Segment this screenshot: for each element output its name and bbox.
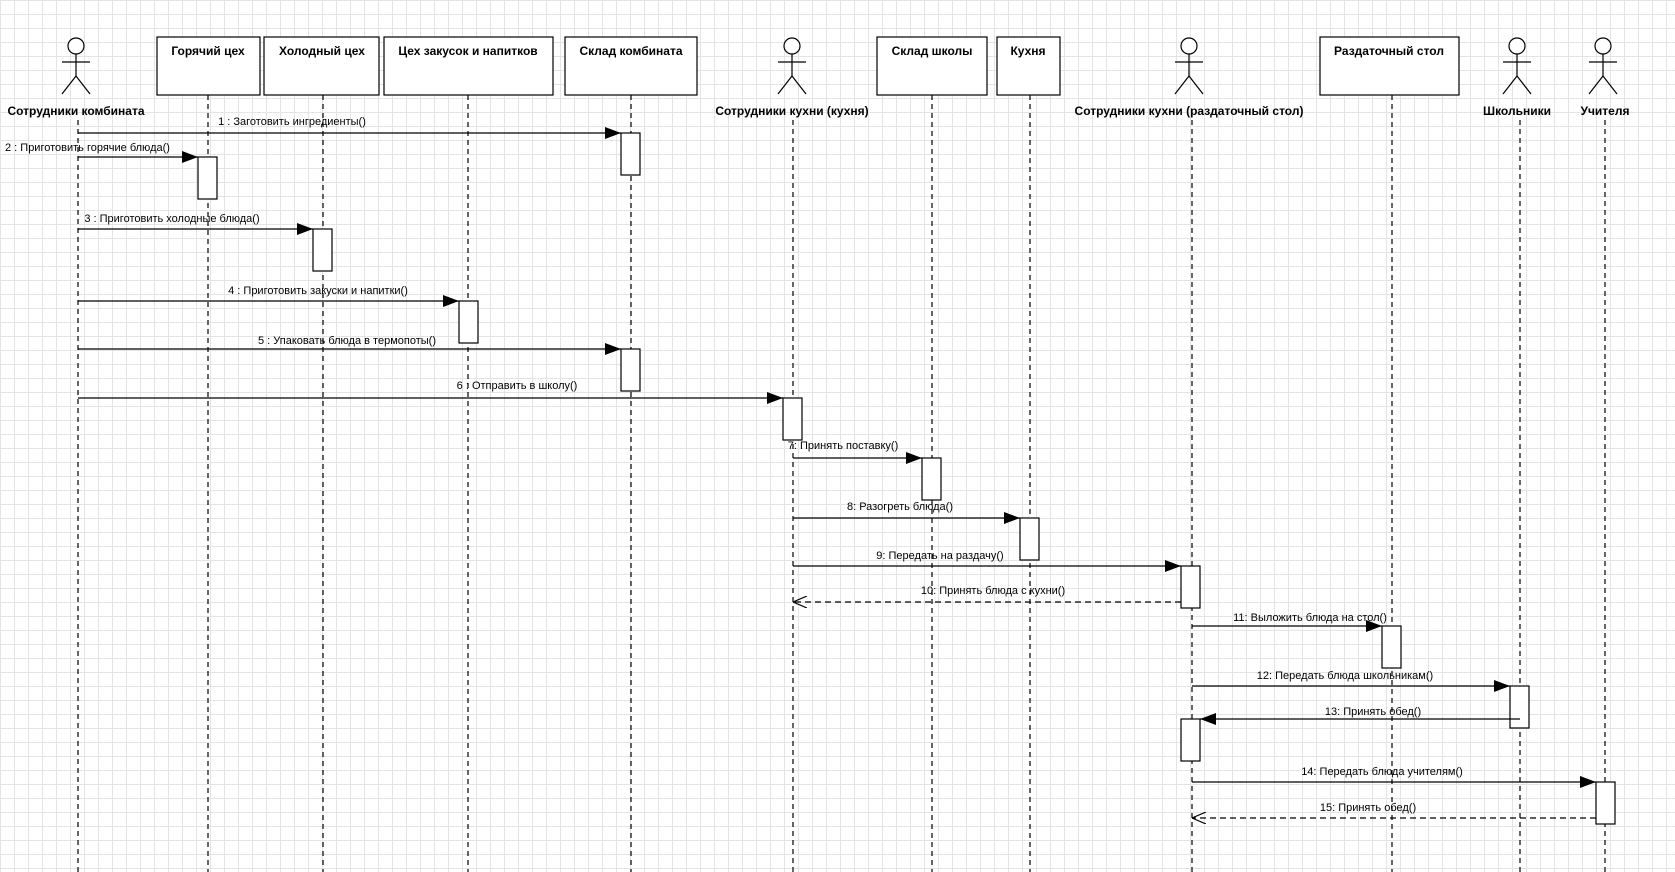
participant-actor-teachers[interactable]: Учителя — [1581, 37, 1630, 872]
message-8[interactable]: 8: Разогреть блюда() — [793, 501, 1020, 524]
object-box — [996, 36, 1061, 96]
message-15-return[interactable]: 15: Принять обед() — [1192, 802, 1596, 818]
participant-object-cold-shop[interactable]: Холодный цех — [263, 36, 380, 872]
actor-stickman-icon — [1588, 37, 1618, 95]
activation-bar[interactable] — [1595, 781, 1616, 825]
participant-object-school-warehouse[interactable]: Склад школы — [876, 36, 988, 872]
message-9[interactable]: 9: Передать на раздачу() — [793, 550, 1181, 572]
object-box — [383, 36, 554, 96]
message-label: 4 : Приготовить закуски и напитки() — [228, 285, 408, 297]
participant-label: Горячий цех — [171, 44, 245, 58]
activation-bar[interactable] — [1180, 565, 1201, 609]
activation-bar[interactable] — [197, 156, 218, 200]
message-label: 13: Принять обед() — [1325, 706, 1421, 718]
object-box — [156, 36, 261, 96]
participant-object-snacks-shop[interactable]: Цех закусок и напитков — [383, 36, 554, 872]
message-label: 15: Принять обед() — [1320, 802, 1416, 814]
actor-stickman-icon — [1502, 37, 1532, 95]
participant-label: Раздаточный стол — [1334, 44, 1444, 58]
activation-bar[interactable] — [620, 132, 641, 176]
object-box — [564, 36, 698, 96]
message-1[interactable]: 1 : Заготовить ингредиенты() — [78, 116, 621, 139]
message-label: 5 : Упаковать блюда в термопоты() — [258, 335, 436, 347]
object-box — [263, 36, 380, 96]
message-13[interactable]: 13: Принять обед() — [1200, 706, 1520, 725]
activation-bar[interactable] — [782, 397, 803, 441]
message-12[interactable]: 12: Передать блюда школьникам() — [1192, 670, 1510, 692]
object-box — [876, 36, 988, 96]
participant-label: Учителя — [1581, 104, 1630, 118]
participant-object-hot-shop[interactable]: Горячий цех — [156, 36, 261, 872]
participant-label: Цех закусок и напитков — [398, 44, 537, 58]
participant-actor-kitchen-staff[interactable]: Сотрудники кухни (кухня) — [715, 37, 869, 872]
message-label: 12: Передать блюда школьникам() — [1257, 670, 1433, 682]
message-label: 9: Передать на раздачу() — [876, 550, 1003, 562]
participant-label: Сотрудники кухни (кухня) — [715, 104, 868, 118]
activation-bar[interactable] — [458, 300, 479, 344]
activation-bar[interactable] — [921, 457, 942, 501]
activation-bar[interactable] — [620, 348, 641, 392]
participant-label: Сотрудники комбината — [7, 104, 144, 118]
message-3[interactable]: 3 : Приготовить холодные блюда() — [78, 213, 313, 235]
activation-bar[interactable] — [1180, 718, 1201, 762]
participant-actor-serving-staff[interactable]: Сотрудники кухни (раздаточный стол) — [1075, 37, 1304, 872]
message-label: 14: Передать блюда учителям() — [1301, 766, 1463, 778]
activation-bar[interactable] — [1509, 685, 1530, 729]
participant-object-kombinat-warehouse[interactable]: Склад комбината — [564, 36, 698, 872]
actor-stickman-icon — [61, 37, 91, 95]
message-5[interactable]: 5 : Упаковать блюда в термопоты() — [78, 335, 621, 355]
message-14[interactable]: 14: Передать блюда учителям() — [1192, 766, 1596, 788]
participant-label: Кухня — [1010, 44, 1045, 58]
message-label: 8: Разогреть блюда() — [847, 501, 953, 513]
activation-bar[interactable] — [312, 228, 333, 272]
activation-bar[interactable] — [1019, 517, 1040, 561]
message-4[interactable]: 4 : Приготовить закуски и напитки() — [78, 285, 459, 307]
message-7[interactable]: 7: Принять поставку() — [788, 440, 922, 464]
actor-stickman-icon — [1174, 37, 1204, 95]
message-11[interactable]: 11: Выложить блюда на стол() — [1192, 612, 1387, 632]
message-6[interactable]: 6 : Отправить в школу() — [78, 380, 783, 404]
participant-label: Склад школы — [892, 44, 973, 58]
message-label: 2 : Приготовить горячие блюда() — [5, 142, 170, 154]
participant-actor-staff-kombinat[interactable]: Сотрудники комбината — [7, 37, 145, 872]
message-label: 3 : Приготовить холодные блюда() — [84, 213, 259, 225]
participant-object-serving-table[interactable]: Раздаточный стол — [1319, 36, 1460, 872]
participant-label: Склад комбината — [579, 44, 682, 58]
actor-stickman-icon — [777, 37, 807, 95]
participant-object-kitchen[interactable]: Кухня — [996, 36, 1061, 872]
message-label: 10: Принять блюда с кухни() — [921, 585, 1065, 597]
message-label: 11: Выложить блюда на стол() — [1233, 612, 1387, 624]
message-10-return[interactable]: 10: Принять блюда с кухни() — [793, 585, 1181, 602]
object-box — [1319, 36, 1460, 96]
message-2[interactable]: 2 : Приготовить горячие блюда() — [5, 142, 198, 163]
participant-label: Школьники — [1483, 104, 1551, 118]
participant-label: Сотрудники кухни (раздаточный стол) — [1075, 104, 1304, 118]
message-label: 6 : Отправить в школу() — [457, 380, 578, 392]
participant-actor-students[interactable]: Школьники — [1483, 37, 1551, 872]
message-label: 1 : Заготовить ингредиенты() — [218, 116, 366, 128]
message-label: 7: Принять поставку() — [788, 440, 898, 452]
activation-bar[interactable] — [1381, 625, 1402, 669]
participant-label: Холодный цех — [279, 44, 365, 58]
activation-bars — [197, 132, 1616, 825]
